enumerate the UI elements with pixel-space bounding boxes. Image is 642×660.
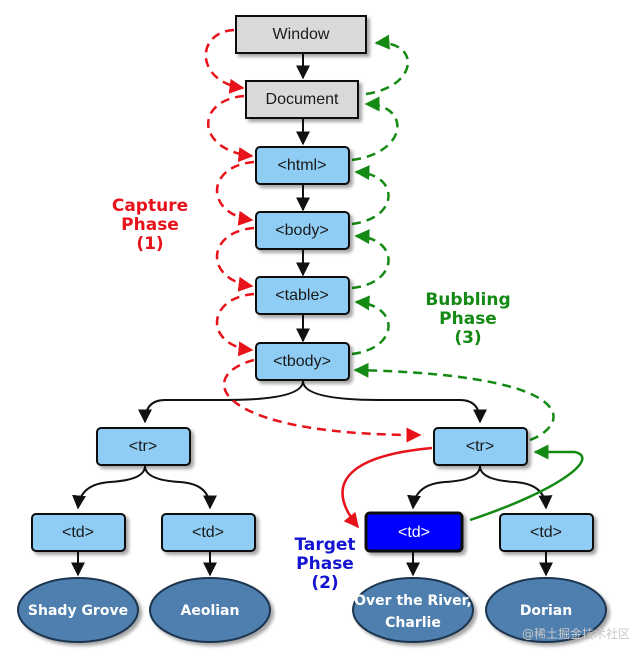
node-tbody: <tbody> <box>255 342 350 381</box>
svg-text:<tr>: <tr> <box>466 438 494 455</box>
svg-text:(3): (3) <box>454 328 481 348</box>
svg-text:Bubbling: Bubbling <box>425 290 510 310</box>
node-tr-right: <tr> <box>433 427 528 466</box>
svg-text:Over the River,: Over the River, <box>354 593 472 609</box>
svg-text:Dorian: Dorian <box>520 603 572 619</box>
bubbling-phase-label: Bubbling Phase (3) <box>425 290 510 348</box>
svg-text:<td>: <td> <box>192 524 224 541</box>
node-window: Window <box>235 15 367 54</box>
svg-text:Phase: Phase <box>121 215 179 235</box>
svg-text:<body>: <body> <box>275 222 328 239</box>
svg-text:<tbody>: <tbody> <box>273 353 331 370</box>
svg-text:<td>: <td> <box>398 524 430 541</box>
svg-text:Document: Document <box>266 91 339 108</box>
node-table: <table> <box>255 276 350 315</box>
svg-text:Phase: Phase <box>296 554 354 574</box>
svg-text:(1): (1) <box>136 234 163 254</box>
svg-text:<td>: <td> <box>530 524 562 541</box>
svg-text:Window: Window <box>273 26 330 43</box>
node-document: Document <box>245 80 359 119</box>
node-td-4: <td> <box>499 513 594 552</box>
leaf-dorian: Dorian <box>485 577 607 643</box>
node-td-2: <td> <box>161 513 256 552</box>
node-tr-left: <tr> <box>96 427 191 466</box>
leaf-over-the-river: Over the River, Charlie <box>352 577 474 643</box>
svg-text:Shady Grove: Shady Grove <box>28 603 128 619</box>
bubbling-arrows <box>351 34 555 442</box>
tree-connectors <box>71 53 553 577</box>
target-phase-label: Target Phase (2) <box>294 535 355 593</box>
svg-text:<tr>: <tr> <box>129 438 157 455</box>
svg-text:<table>: <table> <box>275 287 328 304</box>
svg-text:<html>: <html> <box>278 157 327 174</box>
svg-text:Capture: Capture <box>112 196 188 216</box>
svg-text:<td>: <td> <box>62 524 94 541</box>
capture-phase-label: Capture Phase (1) <box>112 196 188 254</box>
leaf-aeolian: Aeolian <box>149 577 271 643</box>
capture-arrows <box>204 28 422 443</box>
watermark: @稀土掘金技术社区 <box>522 626 630 641</box>
node-td-1: <td> <box>31 513 126 552</box>
svg-text:Aeolian: Aeolian <box>181 603 240 619</box>
node-html: <html> <box>255 146 350 185</box>
svg-text:(2): (2) <box>311 573 338 593</box>
svg-text:Charlie: Charlie <box>385 615 441 631</box>
node-td-target: <td> <box>364 511 464 553</box>
node-body: <body> <box>255 211 350 250</box>
target-arrows <box>341 444 584 529</box>
svg-text:Phase: Phase <box>439 309 497 329</box>
svg-text:Target: Target <box>294 535 355 555</box>
leaf-shady-grove: Shady Grove <box>17 577 139 643</box>
